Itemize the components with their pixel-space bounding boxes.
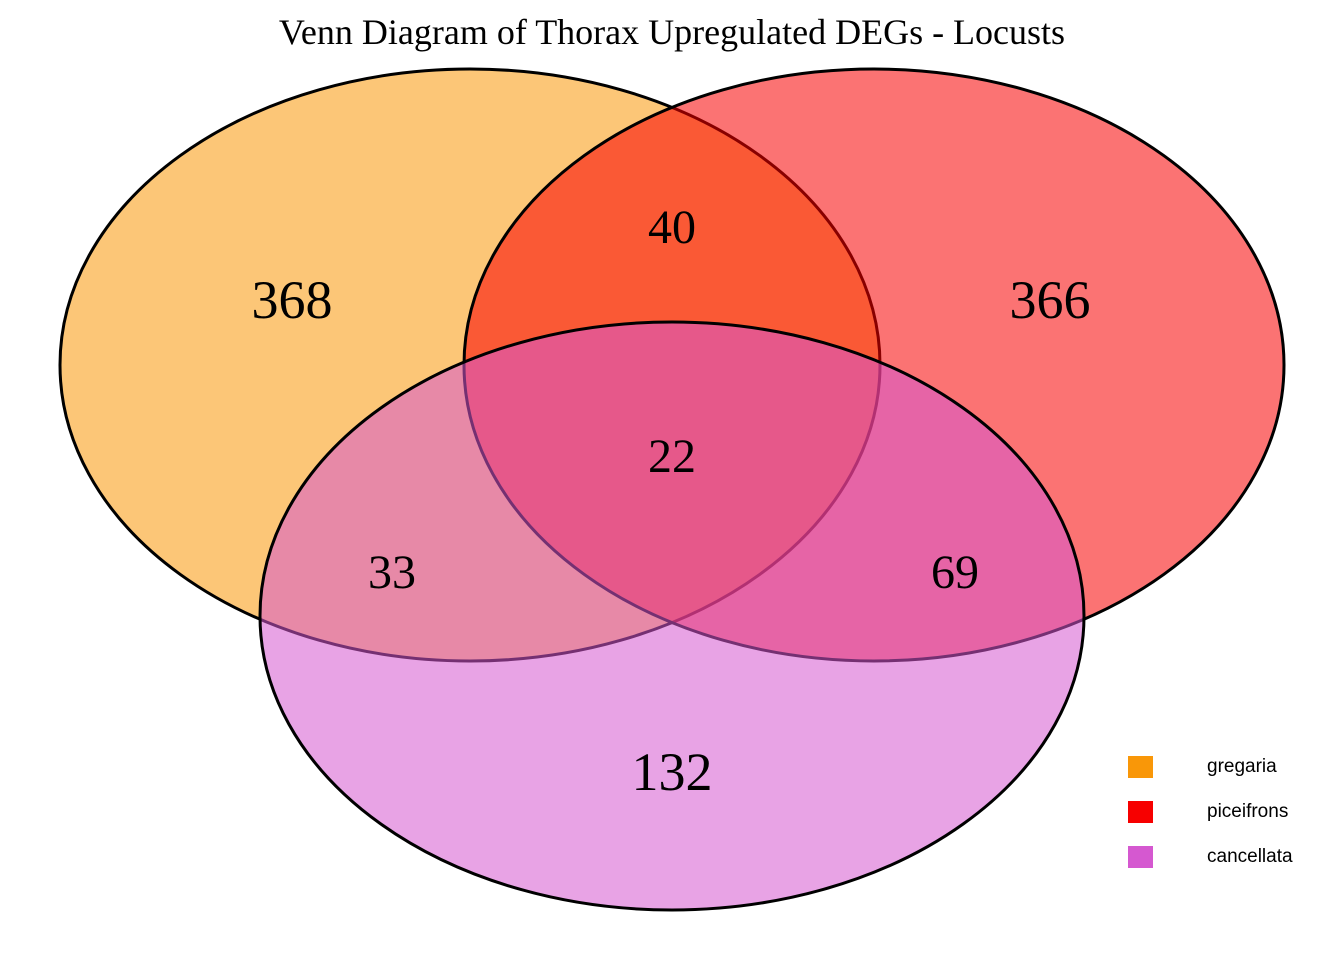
- legend-label-cancellata: cancellata: [1207, 846, 1293, 867]
- venn-counts: 368 366 132 40 33 69 22: [252, 201, 1091, 802]
- count-cancellata-only: 132: [632, 742, 713, 802]
- venn-set-cancellata: [258, 320, 1086, 912]
- legend-swatch-piceifrons: [1128, 801, 1153, 823]
- count-gregaria-piceifrons: 40: [648, 201, 696, 254]
- venn-ellipses: [58, 67, 1286, 912]
- legend: gregaria piceifrons cancellata: [1128, 756, 1293, 868]
- count-gregaria-cancellata: 33: [368, 546, 416, 599]
- count-all-three: 22: [648, 430, 696, 483]
- count-piceifrons-cancellata: 69: [931, 546, 979, 599]
- count-piceifrons-only: 366: [1010, 270, 1091, 330]
- legend-item-gregaria: gregaria: [1128, 756, 1293, 778]
- legend-label-gregaria: gregaria: [1207, 756, 1277, 777]
- legend-swatch-gregaria: [1128, 756, 1153, 778]
- legend-swatch-cancellata: [1128, 846, 1153, 868]
- chart-title: Venn Diagram of Thorax Upregulated DEGs …: [279, 12, 1065, 52]
- legend-item-piceifrons: piceifrons: [1128, 801, 1293, 823]
- legend-item-cancellata: cancellata: [1128, 846, 1293, 868]
- count-gregaria-only: 368: [252, 270, 333, 330]
- legend-label-piceifrons: piceifrons: [1207, 801, 1289, 822]
